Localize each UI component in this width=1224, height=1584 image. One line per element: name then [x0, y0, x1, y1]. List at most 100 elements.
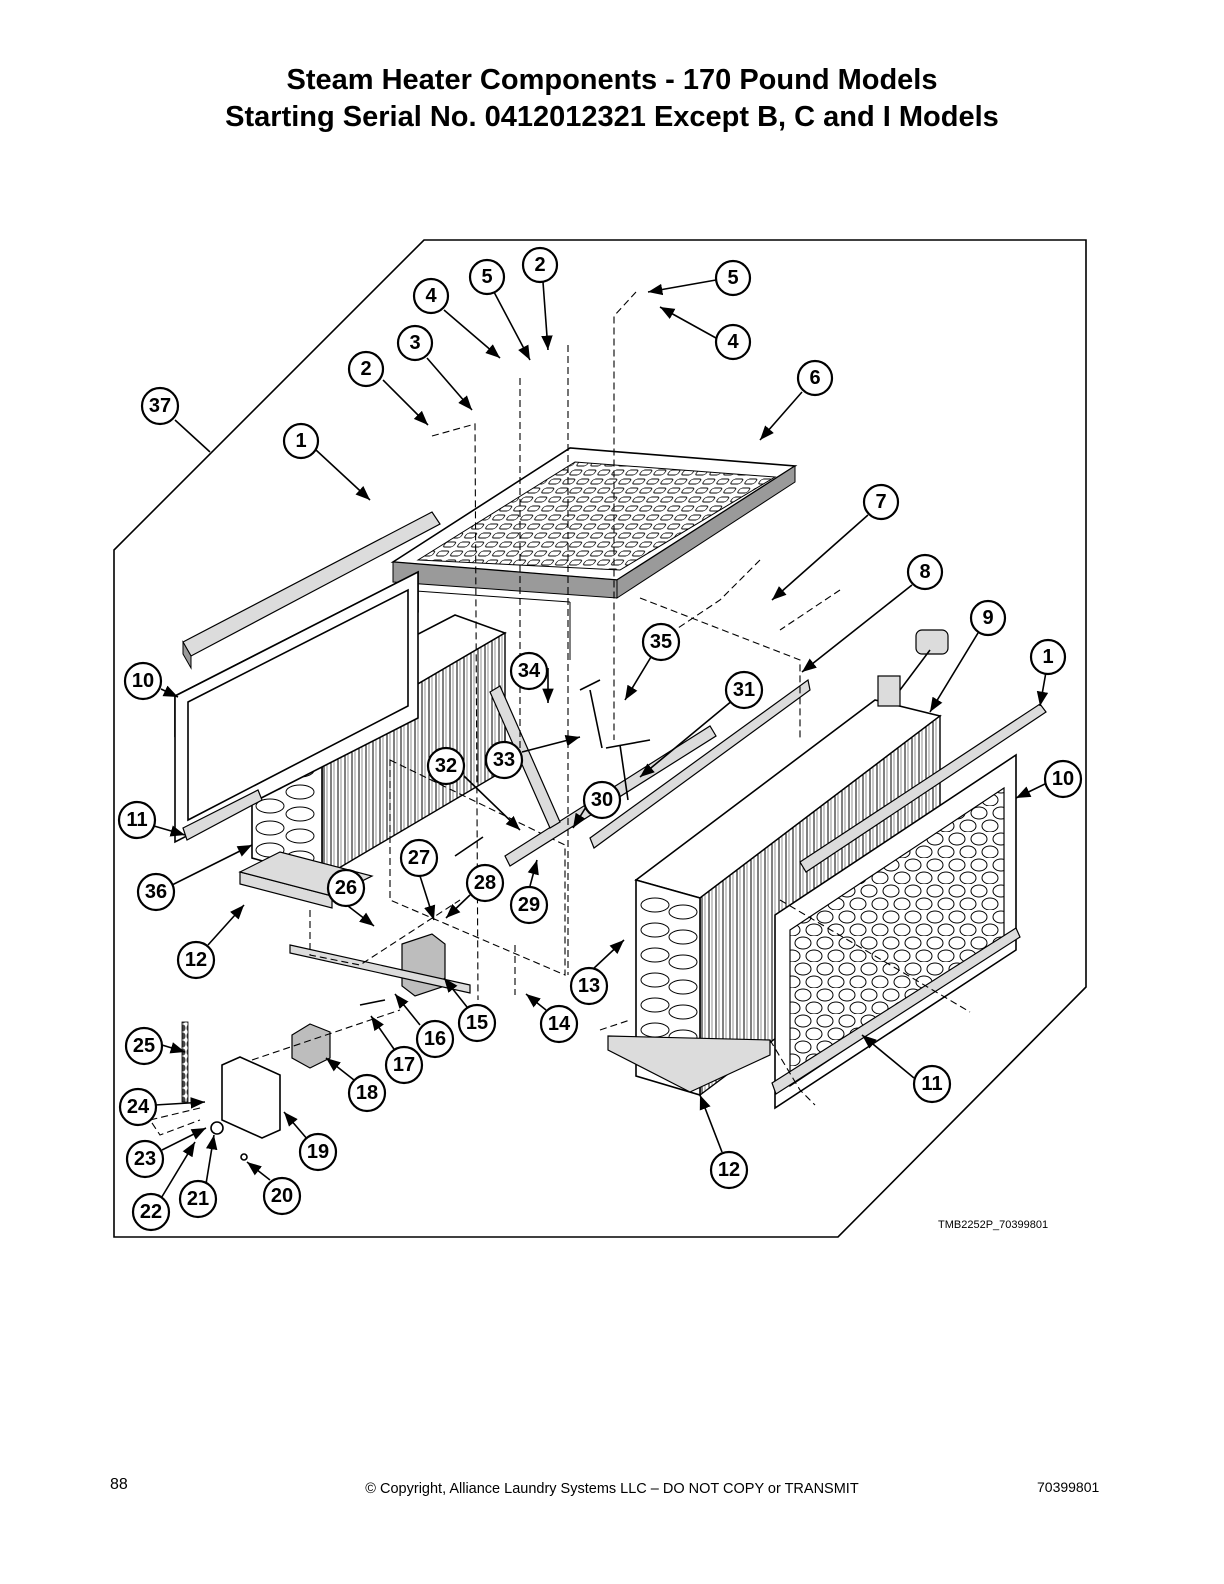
- callout-35: 35: [641, 622, 681, 662]
- leader-lines: [153, 279, 1049, 1201]
- callout-group: 1 1 2 2 3 4 4 5 5 6 7 8 9 10 10 11 11 12…: [117, 246, 1083, 1232]
- callout-label: 22: [140, 1201, 162, 1223]
- copyright-notice: © Copyright, Alliance Laundry Systems LL…: [365, 1481, 859, 1497]
- callout-12a: 12: [176, 940, 216, 980]
- callout-5a: 5: [468, 258, 506, 296]
- callout-24: 24: [118, 1087, 158, 1127]
- callout-label: 10: [1052, 768, 1074, 790]
- callout-34: 34: [509, 651, 549, 691]
- callout-label: 4: [425, 285, 437, 307]
- control-parts-drawing: [181, 836, 484, 1161]
- callout-20: 20: [262, 1176, 302, 1216]
- callout-label: 28: [474, 872, 496, 894]
- callout-5b: 5: [714, 259, 752, 297]
- page-title-line1: Steam Heater Components - 170 Pound Mode…: [286, 64, 938, 96]
- callout-label: 12: [718, 1159, 740, 1181]
- document-number: 70399801: [1037, 1479, 1100, 1495]
- callout-23: 23: [125, 1139, 165, 1179]
- right-filter-frame-drawing: [771, 703, 1047, 1110]
- callout-label: 34: [518, 660, 541, 682]
- callout-label: 1: [295, 430, 306, 452]
- page-title-line2: Starting Serial No. 0412012321 Except B,…: [225, 101, 999, 133]
- callout-32: 32: [426, 746, 466, 786]
- callout-label: 6: [809, 367, 820, 389]
- callout-label: 5: [481, 266, 492, 288]
- callout-27: 27: [399, 838, 439, 878]
- callout-14: 14: [539, 1004, 579, 1044]
- callout-label: 17: [393, 1054, 415, 1076]
- callout-31: 31: [724, 670, 764, 710]
- callout-label: 18: [356, 1082, 378, 1104]
- callout-18: 18: [347, 1073, 387, 1113]
- left-filter-frame-drawing: [174, 511, 441, 844]
- callout-2b: 2: [347, 350, 385, 388]
- callout-label: 25: [133, 1035, 155, 1057]
- callout-label: 27: [408, 847, 430, 869]
- callout-label: 31: [733, 679, 755, 701]
- assembly-boundary: [113, 239, 1087, 1238]
- callout-label: 15: [466, 1012, 488, 1034]
- callout-label: 11: [921, 1073, 942, 1095]
- callout-1a: 1: [282, 422, 320, 460]
- callout-16: 16: [415, 1019, 455, 1059]
- callout-label: 4: [727, 331, 739, 353]
- callout-label: 30: [591, 789, 613, 811]
- callout-label: 10: [132, 670, 154, 692]
- callout-label: 36: [145, 881, 167, 903]
- callout-11b: 11: [912, 1064, 952, 1104]
- callout-label: 21: [187, 1188, 209, 1210]
- callout-10a: 10: [123, 661, 163, 701]
- callout-22: 22: [131, 1192, 171, 1232]
- callout-label: 32: [435, 755, 457, 777]
- callout-30: 30: [582, 780, 622, 820]
- callout-label: 24: [127, 1096, 150, 1118]
- callout-label: 2: [534, 254, 545, 276]
- callout-19: 19: [298, 1132, 338, 1172]
- callout-21: 21: [178, 1179, 218, 1219]
- callout-15: 15: [457, 1003, 497, 1043]
- callout-10b: 10: [1043, 759, 1083, 799]
- callout-33: 33: [484, 740, 524, 780]
- callout-26: 26: [326, 868, 366, 908]
- callout-label: 20: [271, 1185, 293, 1207]
- callout-label: 12: [185, 949, 207, 971]
- callout-29: 29: [509, 885, 549, 925]
- callout-2a: 2: [521, 246, 559, 284]
- callout-6: 6: [796, 359, 834, 397]
- callout-label: 19: [307, 1141, 329, 1163]
- callout-label: 35: [650, 631, 672, 653]
- callout-label: 2: [360, 358, 371, 380]
- callout-3: 3: [396, 324, 434, 362]
- callout-label: 23: [134, 1148, 156, 1170]
- callout-label: 5: [727, 267, 738, 289]
- callout-label: 37: [149, 395, 171, 417]
- callout-28: 28: [465, 863, 505, 903]
- callout-label: 8: [919, 561, 930, 583]
- callout-17: 17: [384, 1045, 424, 1085]
- callout-label: 26: [335, 877, 357, 899]
- callout-label: 7: [875, 491, 886, 513]
- shelf-panel-drawing: [390, 447, 798, 660]
- callout-label: 16: [424, 1028, 446, 1050]
- callout-37: 37: [140, 386, 180, 426]
- assembly-dashed-lines: [149, 291, 971, 1136]
- callout-9: 9: [969, 599, 1007, 637]
- callout-8: 8: [906, 553, 944, 591]
- callout-4b: 4: [714, 323, 752, 361]
- callout-label: 1: [1042, 646, 1053, 668]
- callout-4a: 4: [412, 277, 450, 315]
- callout-12b: 12: [709, 1150, 749, 1190]
- callout-label: 3: [409, 332, 420, 354]
- callout-label: 14: [548, 1013, 571, 1035]
- callout-1b: 1: [1029, 638, 1067, 676]
- callout-label: 29: [518, 894, 540, 916]
- callout-13: 13: [569, 966, 609, 1006]
- callout-25: 25: [124, 1026, 164, 1066]
- page-number: 88: [110, 1476, 128, 1493]
- drawing-id: TMB2252P_70399801: [938, 1219, 1049, 1231]
- callout-label: 11: [126, 809, 147, 831]
- callout-label: 9: [982, 607, 993, 629]
- callout-11a: 11: [117, 800, 157, 840]
- callout-label: 13: [578, 975, 600, 997]
